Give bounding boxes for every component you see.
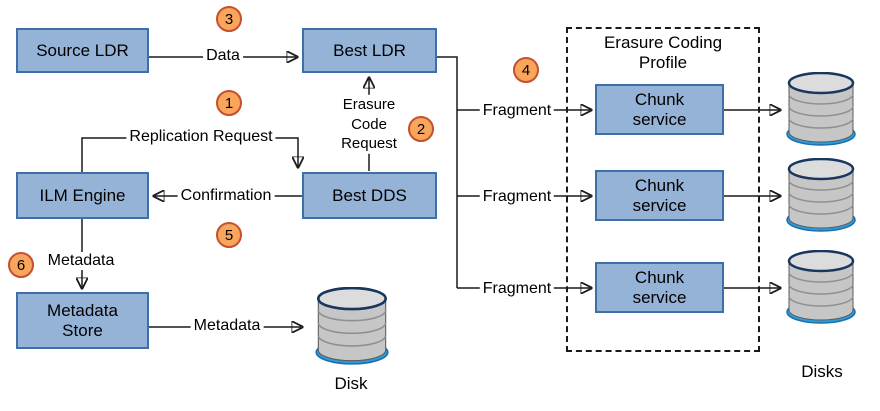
node-chunk-service-2: Chunk service <box>595 170 724 221</box>
node-source-ldr-label: Source LDR <box>36 40 129 60</box>
edge-label-metadata-to-store: Metadata <box>44 252 118 270</box>
fragment-disk-icon-1 <box>786 72 856 146</box>
edge-label-fragment-1: Fragment <box>479 102 555 120</box>
node-source-ldr: Source LDR <box>16 28 149 73</box>
trunk-fragments <box>437 56 458 288</box>
disk-icon <box>315 287 389 365</box>
node-chunk-service-1-label: Chunk service <box>632 89 687 129</box>
edge-label-data: Data <box>203 47 243 65</box>
step-badge-6: 6 <box>8 252 34 278</box>
edge-label-confirmation: Confirmation <box>177 187 275 205</box>
node-chunk-service-2-label: Chunk service <box>632 175 687 215</box>
erasure-coding-profile-group: Erasure Coding Profile Chunk service Chu… <box>566 27 760 352</box>
node-ilm-engine: ILM Engine <box>16 172 149 219</box>
node-chunk-service-3: Chunk service <box>595 262 724 313</box>
step-badge-5: 5 <box>216 222 242 248</box>
step-badge-4: 4 <box>513 57 539 83</box>
edge-label-metadata-to-disk: Metadata <box>190 317 264 335</box>
node-metadata-store: Metadata Store <box>16 292 149 349</box>
disk-caption: Disk <box>334 374 368 393</box>
step-badge-3: 3 <box>216 6 242 32</box>
node-best-ldr-label: Best LDR <box>333 40 406 60</box>
fragment-disk-icon-3 <box>786 250 856 324</box>
node-chunk-service-3-label: Chunk service <box>632 267 687 307</box>
node-metadata-store-label: Metadata Store <box>47 300 118 340</box>
node-chunk-service-1: Chunk service <box>595 84 724 135</box>
edge-label-fragment-3: Fragment <box>479 280 555 298</box>
node-ilm-engine-label: ILM Engine <box>39 185 126 205</box>
edge-label-erasure-code-request: Erasure Code Request <box>330 94 408 154</box>
erasure-coding-profile-title: Erasure Coding Profile <box>603 33 723 73</box>
step-badge-2: 2 <box>408 116 434 142</box>
node-best-dds: Best DDS <box>302 172 437 219</box>
node-best-ldr: Best LDR <box>302 28 437 73</box>
fragment-disk-icon-2 <box>786 158 856 232</box>
node-best-dds-label: Best DDS <box>332 185 407 205</box>
step-badge-1: 1 <box>216 90 242 116</box>
edge-label-replication-request: Replication Request <box>126 128 276 146</box>
disks-caption: Disks <box>801 362 843 381</box>
edge-label-fragment-2: Fragment <box>479 188 555 206</box>
